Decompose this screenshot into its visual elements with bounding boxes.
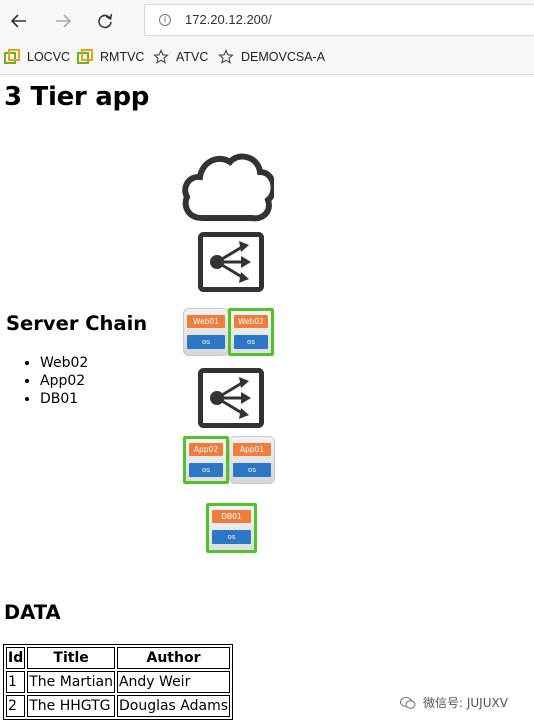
browser-chrome: i 172.20.12.200/ LOCVC RMTVC ATVC DEMOVC… <box>0 0 534 75</box>
favorite-locvc[interactable]: LOCVC <box>4 49 70 65</box>
favorite-label: DEMOVCSA-A <box>241 50 326 64</box>
cloud-icon <box>180 148 277 228</box>
server-chain-heading: Server Chain <box>6 312 148 335</box>
server-name: App02 <box>189 443 223 456</box>
forward-button[interactable] <box>50 8 76 34</box>
server-name: Web01 <box>187 315 225 328</box>
list-item: Web02 <box>40 354 88 372</box>
os-label: os <box>187 335 225 349</box>
server-chain-list: Web02 App02 DB01 <box>22 354 88 408</box>
table-header-row: Id Title Author <box>6 647 231 669</box>
page-title: 3 Tier app <box>4 82 150 112</box>
favorite-label: RMTVC <box>100 50 145 64</box>
back-button[interactable] <box>6 8 32 34</box>
os-label: os <box>189 463 223 477</box>
favorite-atvc[interactable]: ATVC <box>153 49 208 65</box>
cell-author: Andy Weir <box>116 671 231 693</box>
os-label: os <box>233 463 271 477</box>
refresh-icon <box>98 13 113 29</box>
forward-arrow-icon <box>56 14 72 28</box>
server-node-app01[interactable]: App01 os <box>229 436 275 484</box>
favorites-bar: LOCVC RMTVC ATVC DEMOVCSA-A <box>0 46 534 70</box>
address-bar[interactable]: i 172.20.12.200/ <box>144 4 534 36</box>
star-icon <box>218 49 234 65</box>
cell-id: 1 <box>6 671 26 693</box>
cell-title: The HHGTG <box>27 695 115 717</box>
favorite-demovcsa-a[interactable]: DEMOVCSA-A <box>218 49 325 65</box>
cell-title: The Martian <box>27 671 115 693</box>
wechat-icon <box>400 696 416 709</box>
server-node-web01[interactable]: Web01 os <box>183 308 229 356</box>
server-name: Web02 <box>234 315 268 328</box>
column-header-author: Author <box>116 647 231 669</box>
favorite-label: LOCVC <box>27 50 71 64</box>
cell-id: 2 <box>6 695 26 717</box>
watermark-text: 微信号: JUJUXV <box>423 696 508 710</box>
column-header-id: Id <box>6 647 26 669</box>
url-text[interactable]: 172.20.12.200/ <box>185 12 272 27</box>
vmware-icon <box>77 49 93 65</box>
favorite-rmtvc[interactable]: RMTVC <box>77 49 144 65</box>
server-name: DB01 <box>212 510 251 523</box>
refresh-button[interactable] <box>92 8 118 34</box>
table-row: 2 The HHGTG Douglas Adams <box>6 695 231 717</box>
server-node-web02[interactable]: Web02 os <box>228 308 274 356</box>
favorite-label: ATVC <box>176 50 209 64</box>
server-node-app02[interactable]: App02 os <box>183 436 229 484</box>
server-name: App01 <box>233 443 271 456</box>
server-node-db01[interactable]: DB01 os <box>206 503 257 553</box>
table-row: 1 The Martian Andy Weir <box>6 671 231 693</box>
site-info-icon[interactable]: i <box>159 14 171 26</box>
os-label: os <box>212 530 251 544</box>
back-arrow-icon <box>10 14 26 28</box>
data-heading: DATA <box>4 601 61 624</box>
os-label: os <box>234 335 268 349</box>
watermark: 微信号: JUJUXV <box>400 694 508 711</box>
star-icon <box>153 49 169 65</box>
list-item: DB01 <box>40 390 88 408</box>
cell-author: Douglas Adams <box>116 695 231 717</box>
load-balancer-icon <box>198 368 264 432</box>
column-header-title: Title <box>27 647 115 669</box>
books-table: Id Title Author 1 The Martian Andy Weir … <box>3 644 234 720</box>
vmware-icon <box>4 49 20 65</box>
load-balancer-icon <box>198 232 264 296</box>
list-item: App02 <box>40 372 88 390</box>
